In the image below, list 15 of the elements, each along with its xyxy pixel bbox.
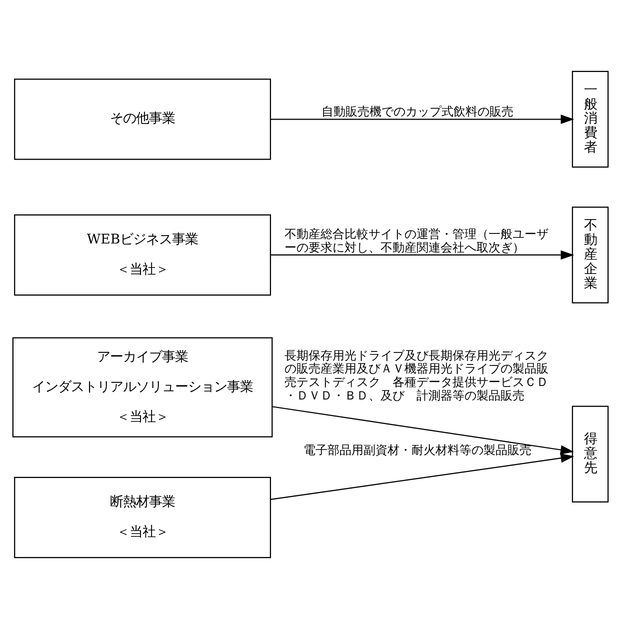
arrow: [270, 114, 574, 124]
edge-label: 不動産総合比較サイトの運営・管理（一般ユーザーの要求に対し、不動産関連会社へ取次ぎ）: [284, 226, 548, 254]
arrow: [270, 453, 574, 500]
arrow: [270, 250, 574, 260]
node-box: 一般消費者: [572, 70, 609, 168]
node-box: アーカイブ事業 インダストリアルソリューション事業 ＜当社＞: [12, 336, 273, 437]
node-box: その他事業: [14, 78, 271, 160]
node-box: 得意先: [572, 405, 609, 502]
node-box: 断熱材事業 ＜当社＞: [14, 476, 271, 558]
arrow: [272, 406, 574, 454]
node-box: 不動産企業: [572, 206, 609, 303]
edge-label: 電子部品用副資材・耐火材料等の製品販売: [303, 442, 532, 456]
edge-label: 自動販売機でのカップ式飲料の販売: [322, 104, 514, 118]
edge-label: 長期保存用光ドライブ及び長期保存用光ディスクの販売産業用及びＡＶ機器用光ドライブの製品販売テストディスク 各種データ提供サービスＣＤ・ＤＶＤ・ＢＤ、及び 計測器等の製品販売: [284, 348, 548, 402]
node-box: WEBビジネス事業 ＜当社＞: [14, 214, 271, 296]
